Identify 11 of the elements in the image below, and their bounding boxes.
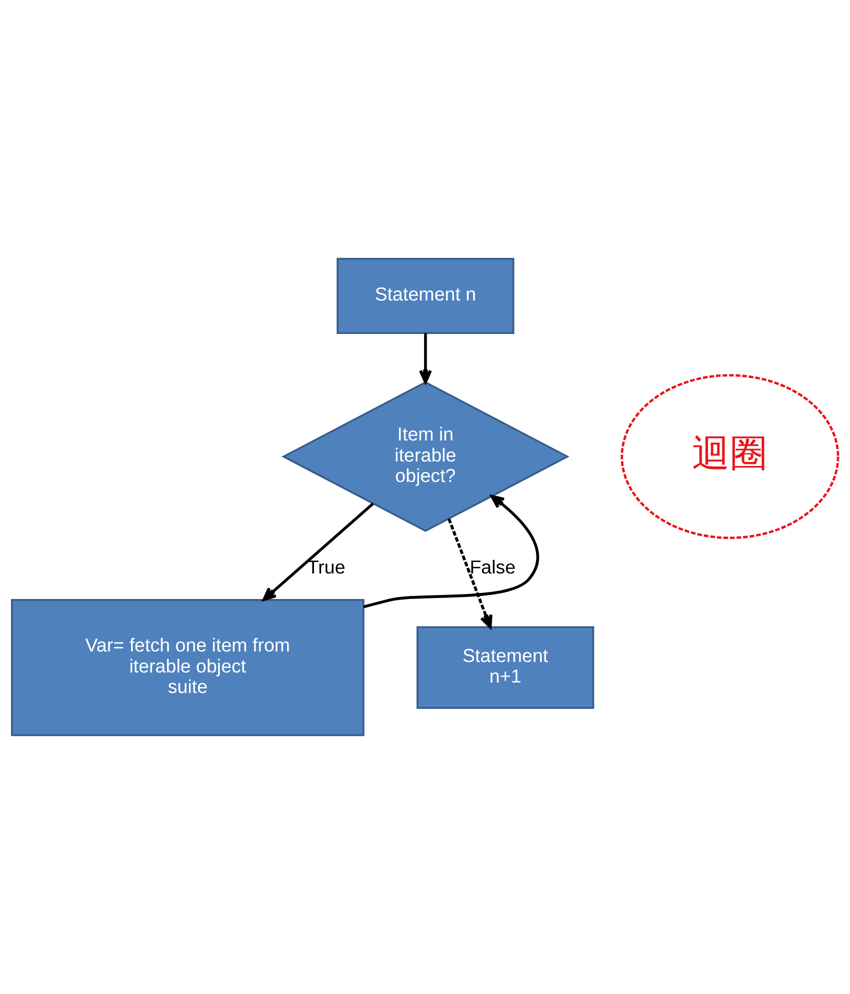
- edge-label: True: [307, 556, 346, 578]
- node-diamond: Item in iterable object?: [282, 381, 570, 532]
- node-box: Statement n+1: [416, 626, 594, 709]
- node-ellipse: 迴圈: [620, 374, 840, 540]
- node-box: Var= fetch one item from iterable object suite: [11, 598, 364, 736]
- arrow: [363, 494, 539, 608]
- arrow: [418, 333, 432, 384]
- arrow: [448, 518, 492, 628]
- arrow: [262, 502, 374, 601]
- edge-label: False: [470, 556, 516, 578]
- node-box: Statement n: [336, 258, 514, 334]
